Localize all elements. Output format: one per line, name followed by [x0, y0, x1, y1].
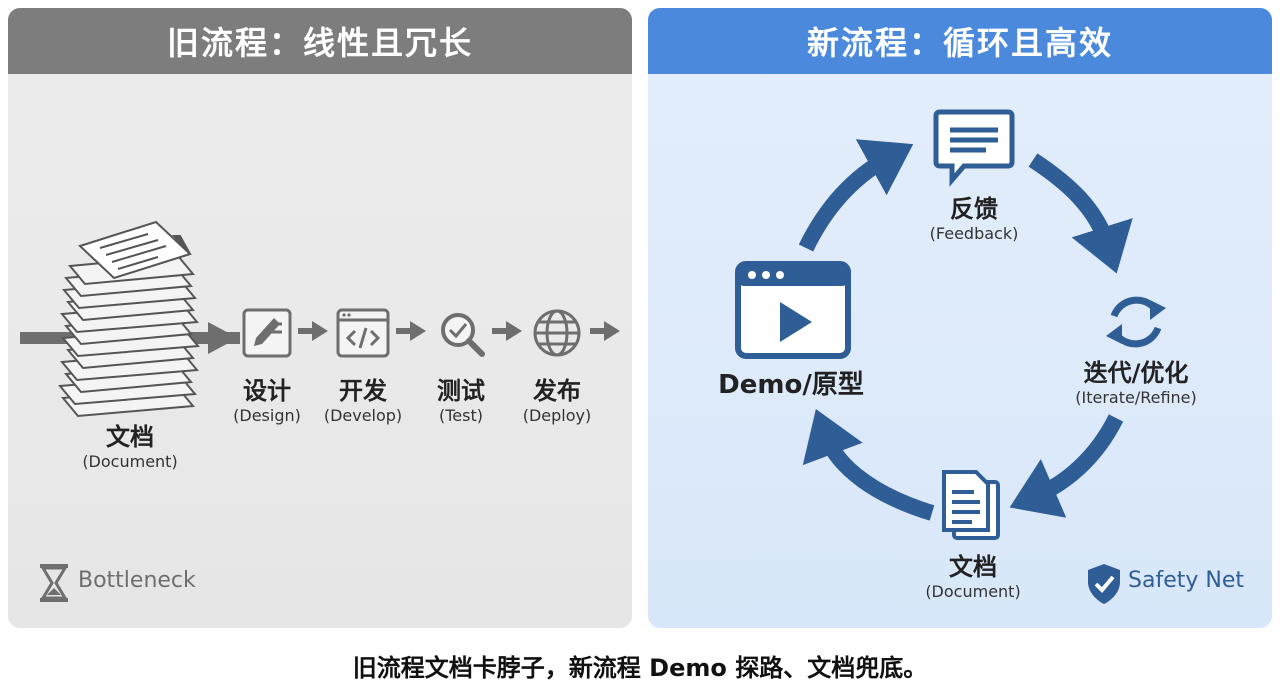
summary-caption: 旧流程文档卡脖子，新流程 Demo 探路、文档兜底。 — [352, 654, 928, 682]
step-design-zh: 设计 — [242, 377, 291, 405]
design-icon — [242, 308, 292, 358]
refresh-icon — [1106, 296, 1166, 348]
iterate-zh: 迭代/优化 — [1083, 359, 1189, 387]
input-arrow-head — [208, 322, 238, 354]
safety-net-text: Safety Net — [1128, 568, 1244, 593]
old-document-zh: 文档 — [106, 423, 154, 451]
new-flow-title: 新流程：循环且高效 — [648, 8, 1272, 74]
step-deploy-en: (Deploy) — [522, 406, 592, 425]
step-arrow-2 — [396, 321, 426, 341]
cycle-arrow-document-to-demo — [802, 409, 935, 521]
feedback-zh: 反馈 — [950, 195, 998, 223]
old-flow-diagram — [20, 220, 620, 602]
step-arrow-3 — [492, 321, 522, 341]
new-document-label: 文档 (Document) — [925, 552, 1020, 602]
step-arrow-4 — [590, 321, 620, 341]
bottleneck-badge: Bottleneck — [78, 568, 196, 593]
step-test-label: 测试 (Test) — [437, 376, 485, 426]
step-develop-zh: 开发 — [338, 377, 387, 405]
code-window-icon — [336, 308, 390, 358]
cycle-arrow-iterate-to-document — [1009, 414, 1124, 518]
old-flow-panel: 旧流程：线性且冗长 — [8, 8, 632, 628]
new-document-en: (Document) — [925, 582, 1021, 601]
shield-check-icon — [1088, 564, 1120, 604]
old-flow-title: 旧流程：线性且冗长 — [8, 8, 632, 74]
step-design-en: (Design) — [233, 406, 301, 425]
chat-bubble-icon — [933, 109, 1015, 187]
new-flow-diagram — [735, 109, 1166, 604]
iterate-label: 迭代/优化 (Iterate/Refine) — [1075, 358, 1197, 408]
document-stack-icon — [58, 220, 200, 418]
step-test-zh: 测试 — [437, 377, 485, 405]
globe-icon — [533, 309, 581, 357]
old-document-en: (Document) — [82, 452, 178, 471]
step-design-label: 设计 (Design) — [233, 376, 301, 426]
iterate-en: (Iterate/Refine) — [1075, 388, 1197, 407]
cycle-arrow-demo-to-feedback — [798, 139, 914, 252]
document-icon — [942, 470, 1000, 540]
new-document-zh: 文档 — [949, 553, 997, 581]
step-deploy-label: 发布 (Deploy) — [523, 376, 592, 426]
hourglass-icon — [40, 564, 68, 602]
demo-label: Demo/原型 — [718, 370, 864, 400]
step-test-en: (Test) — [439, 406, 483, 425]
demo-zh: Demo/原型 — [718, 370, 864, 400]
safety-net-badge: Safety Net — [1128, 568, 1244, 593]
feedback-en: (Feedback) — [929, 224, 1019, 243]
magnifier-check-icon — [441, 313, 485, 357]
bottleneck-text: Bottleneck — [78, 568, 196, 593]
step-deploy-zh: 发布 — [532, 377, 581, 405]
cycle-arrow-feedback-to-iterate — [1028, 153, 1133, 274]
video-player-icon — [735, 261, 851, 359]
step-arrow-1 — [298, 321, 328, 341]
old-document-label: 文档 (Document) — [82, 422, 177, 472]
feedback-label: 反馈 (Feedback) — [930, 194, 1019, 244]
step-develop-en: (Develop) — [323, 406, 403, 425]
step-develop-label: 开发 (Develop) — [324, 376, 402, 426]
new-flow-panel: 新流程：循环且高效 — [648, 8, 1272, 628]
